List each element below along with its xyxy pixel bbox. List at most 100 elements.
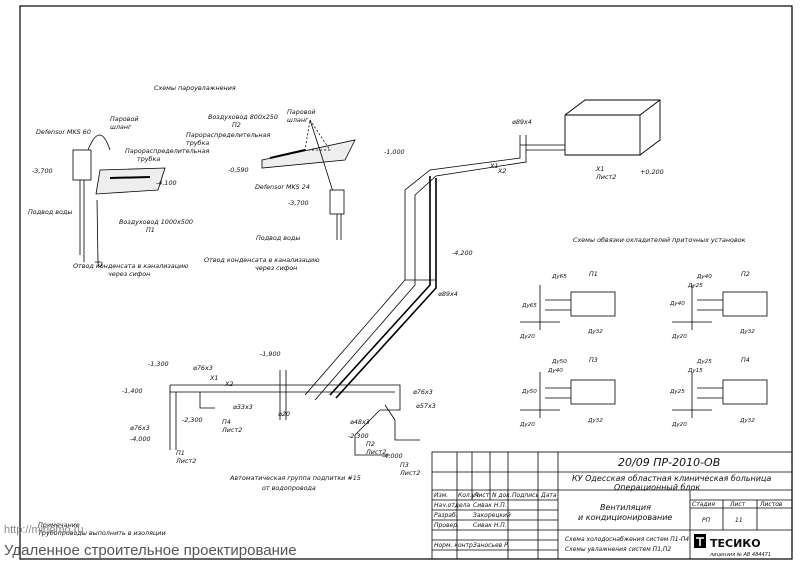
p2-dn40b: Ду40	[669, 301, 685, 307]
steam-hose-1-label: Паровой	[110, 115, 139, 123]
from-water-label: от водопровода	[262, 484, 316, 492]
p3-dn20: Ду20	[519, 422, 535, 428]
p3-dn40: Ду40	[547, 368, 563, 374]
coil-unit-p1	[520, 285, 616, 330]
elev-2300a: -2,300	[182, 416, 203, 424]
elev-1300: -1,300	[148, 360, 169, 368]
tb-hdr-5: Дата	[540, 492, 557, 499]
elev-3700a: -3,700	[32, 167, 53, 175]
p4-dn25b: Ду25	[669, 389, 685, 395]
p2-dn32: Ду32	[739, 329, 755, 335]
siphon-1-label: через сифон	[108, 270, 150, 278]
chiller-unit	[564, 99, 661, 156]
siphon-2-label: через сифон	[255, 264, 297, 272]
coil-p3-label: П3	[589, 356, 598, 364]
condensate-2-label: Отвод конденсата в канализацию	[204, 256, 320, 264]
p1-low: П1	[176, 449, 185, 457]
duct1-label: Воздуховод 1000х500	[119, 218, 193, 226]
pipe76-b: ⌀76х3	[130, 424, 150, 432]
coil-unit-p2	[672, 285, 768, 330]
tb-name-1: Закорецкий	[473, 512, 511, 519]
elev-4000b: -4,000	[382, 452, 403, 460]
elev-4100: -4,100	[156, 179, 177, 187]
watermark-url: http://midomo.ru	[4, 524, 84, 536]
humidifier-1	[72, 134, 166, 267]
duct2-label: Воздуховод 800х250	[208, 113, 278, 121]
coil-unit-p3	[520, 372, 616, 418]
pipe-x1-top: Х1	[489, 162, 498, 170]
coil-unit-p4	[672, 372, 768, 418]
tb-name-0: Сивак Н.П.	[473, 502, 507, 509]
note-title: Примечание	[38, 521, 80, 529]
p1-dn65b: Ду65	[521, 303, 537, 309]
p2-dn20: Ду20	[671, 334, 687, 340]
p3-dn50a: Ду50	[551, 359, 567, 365]
p4-low: П4	[222, 418, 231, 426]
tb-hdr-2: Лист	[473, 492, 490, 499]
chiller-sheet: Лист2	[595, 173, 616, 181]
tb-sheets-label: Листов	[759, 501, 783, 508]
p4-dn32: Ду32	[739, 418, 755, 424]
tb-stage-label: Стадия	[692, 501, 715, 508]
humid-title: Схемы пароувлажнения	[154, 84, 236, 92]
pipe76-a: ⌀76х3	[193, 364, 213, 372]
tb-sheet-label: Лист	[729, 501, 746, 508]
defensor60-label: Defensor MKS 60	[36, 128, 91, 136]
pipe48: ⌀48х3	[350, 418, 370, 426]
p2-low-sheet: Лист2	[365, 448, 386, 456]
steam-dist-2-label2: трубка	[186, 139, 209, 147]
pipe-network	[169, 135, 565, 456]
tb-code: 20/09 ПР-2010-ОВ	[618, 456, 720, 469]
elev-2300b: -2,300	[348, 432, 369, 440]
p4-dn15: Ду15	[687, 368, 703, 374]
p4-dn20: Ду20	[671, 422, 687, 428]
p2-dn40a: Ду40	[696, 274, 712, 280]
defensor24-label: Defensor MKS 24	[255, 183, 310, 191]
tb-name-2: Сивак Н.П.	[473, 522, 507, 529]
elev-1400: -1,400	[122, 387, 143, 395]
humidifier-2	[261, 118, 356, 240]
steam-hose-2-label: Паровой	[287, 108, 316, 116]
tb-hdr-4: Подпись	[512, 492, 539, 499]
steam-dist-1-label: Парораспределительная	[125, 147, 210, 155]
tb-stage: РП	[702, 517, 711, 524]
pipe-x1-low: Х1	[209, 374, 218, 382]
elev-1900: -1,900	[260, 350, 281, 358]
elev-4200: -4,200	[452, 249, 473, 257]
tb-role-0: Нач.отдела	[434, 502, 470, 509]
tb-license: лицензия № АВ 484471	[709, 552, 771, 558]
tb-hdr-0: Изм.	[434, 492, 448, 499]
coil-p4-label: П4	[741, 356, 750, 364]
duct2-sys: П2	[232, 121, 241, 129]
pipe-x2-top: Х2	[497, 167, 506, 175]
elev-4000a: -4,000	[130, 435, 151, 443]
pipe57: ⌀57х3	[416, 402, 436, 410]
sheet-frame	[19, 5, 793, 560]
tb-object: КУ Одесская областная клиническая больни…	[572, 474, 771, 483]
watermark-text: Удаленное строительное проектирование	[4, 542, 297, 559]
elev-1000: -1,000	[384, 148, 405, 156]
p3-low-sheet: Лист2	[399, 469, 420, 477]
elev-3700b: -3,700	[288, 199, 309, 207]
tb-section2: и кондиционирование	[578, 513, 672, 522]
tb-hdr-1: Кол.уч	[458, 492, 479, 499]
chiller-x1: Х1	[595, 165, 604, 173]
p1-dn65a: Ду65	[551, 274, 567, 280]
tb-section: Вентиляция	[600, 503, 651, 512]
company-logo-icon	[694, 534, 706, 548]
pipe76-c: ⌀76х3	[413, 388, 433, 396]
tb-role-2: Провер.	[434, 522, 459, 529]
coil-p2-label: П2	[741, 270, 750, 278]
pipe20: ⌀20	[278, 410, 290, 418]
tb-sheet-title1: Схема холодоснабжения систем П1-П4	[565, 536, 689, 543]
water-in-1-label: Подвод воды	[28, 208, 72, 216]
tb-role-1: Разраб.	[434, 512, 458, 519]
water-in-2-label: Подвод воды	[256, 234, 300, 242]
tb-company: ТЕСИКО	[710, 537, 761, 550]
p1-dn20: Ду20	[519, 334, 535, 340]
p1-dn32: Ду32	[587, 329, 603, 335]
tb-role-4: Норм. контр.	[434, 542, 475, 549]
p2-low: П2	[366, 440, 375, 448]
p4-low-sheet: Лист2	[221, 426, 242, 434]
